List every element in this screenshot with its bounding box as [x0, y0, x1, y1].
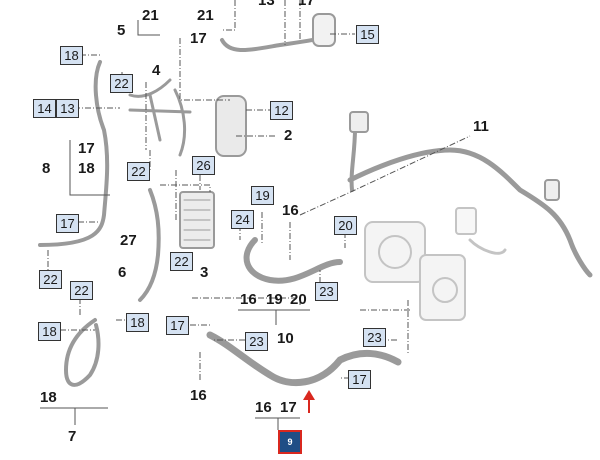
callout-16: 16 [255, 399, 272, 416]
bracket-assembly [128, 78, 192, 157]
pipe-left [38, 60, 110, 247]
callout-box-18: 18 [60, 46, 83, 65]
callout-21: 21 [142, 7, 159, 24]
callout-box-22: 22 [39, 270, 62, 289]
callout-21: 21 [197, 7, 214, 24]
selected-part-marker[interactable]: 9 [278, 430, 302, 454]
callout-16: 16 [190, 387, 207, 404]
callout-box-13: 13 [56, 99, 79, 118]
callout-box-22: 22 [127, 162, 150, 181]
callout-box-24: 24 [231, 210, 254, 229]
hose-6 [138, 188, 161, 302]
callout-18: 18 [40, 389, 57, 406]
callout-box-18: 18 [38, 322, 61, 341]
callout-box-26: 26 [192, 156, 215, 175]
callout-10: 10 [277, 330, 294, 347]
callout-box-17: 17 [166, 316, 189, 335]
callout-19: 19 [266, 291, 283, 308]
drier-cylinder [215, 95, 247, 157]
callout-box-17: 17 [348, 370, 371, 389]
callout-box-22: 22 [70, 281, 93, 300]
callout-27: 27 [120, 232, 137, 249]
callout-17: 17 [78, 140, 95, 157]
callout-box-18: 18 [126, 313, 149, 332]
callout-5: 5 [117, 22, 126, 39]
callout-17: 17 [280, 399, 297, 416]
red-arrow-head [303, 390, 315, 400]
callout-17: 17 [190, 30, 207, 47]
callout-13: 13 [258, 0, 275, 9]
callout-box-17: 17 [56, 214, 79, 233]
callout-box-23: 23 [245, 332, 268, 351]
callout-20: 20 [290, 291, 307, 308]
hose-10 [243, 237, 343, 284]
callout-box-14: 14 [33, 99, 56, 118]
callout-box-22: 22 [170, 252, 193, 271]
callout-3: 3 [200, 264, 209, 281]
callout-18: 18 [78, 160, 95, 177]
callout-box-23: 23 [363, 328, 386, 347]
callout-2: 2 [284, 127, 293, 144]
callout-box-19: 19 [251, 186, 274, 205]
callout-box-23: 23 [315, 282, 338, 301]
hose-top [220, 36, 324, 52]
callout-box-12: 12 [270, 101, 293, 120]
hose-11 [347, 147, 593, 278]
callout-box-22: 22 [110, 74, 133, 93]
callout-box-20: 20 [334, 216, 357, 235]
callout-7: 7 [68, 428, 77, 445]
hose-7 [64, 318, 101, 387]
callout-16: 16 [282, 202, 299, 219]
callout-11: 11 [473, 118, 489, 135]
callout-6: 6 [118, 264, 127, 281]
callout-8: 8 [42, 160, 51, 177]
hose-9 [206, 331, 402, 387]
receiver-drier [312, 13, 336, 47]
compressor [364, 207, 507, 321]
callout-box-15: 15 [356, 25, 379, 44]
callout-17: 17 [298, 0, 315, 9]
callout-16: 16 [240, 291, 257, 308]
callout-4: 4 [152, 62, 161, 79]
